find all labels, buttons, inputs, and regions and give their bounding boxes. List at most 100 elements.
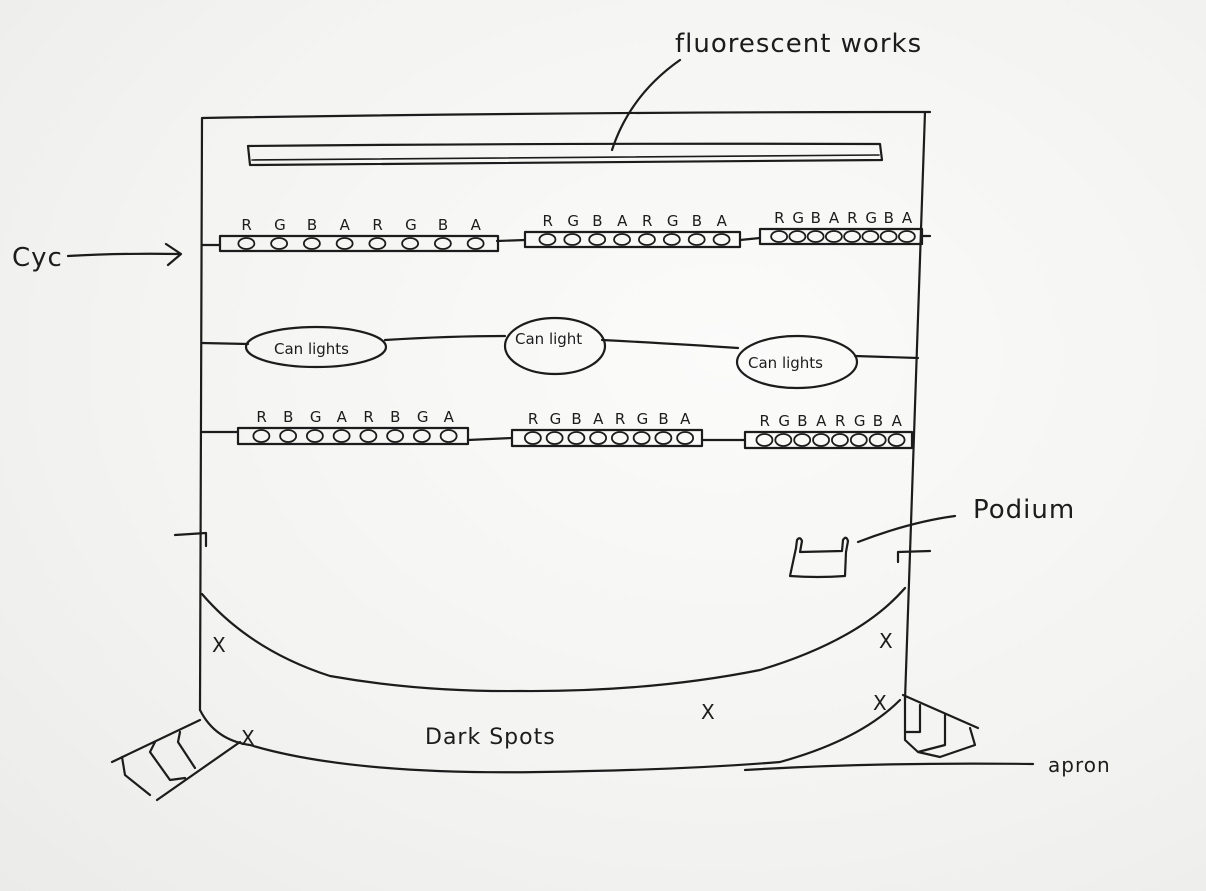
cyc-lamp [662,233,681,246]
front-lamp [332,429,351,443]
front-lamp [632,431,651,445]
front-lamp [589,431,608,445]
front-channel-label: R [835,412,845,430]
front-channel-label: B [658,410,668,428]
apron-label: apron [1048,753,1111,777]
cyc-channel-label: G [405,216,417,234]
front-lamp [654,431,673,445]
front-channel-label: R [256,408,266,426]
cyc-callout: Cyc [12,242,183,273]
front-channel-label: A [337,408,348,426]
cyc-lamp [368,237,387,250]
front-lamp [812,433,830,447]
dark-spot-x: X [879,629,893,653]
dark-spot-x: X [241,726,255,750]
front-lamp [567,431,586,445]
front-lamp [610,431,629,445]
front-lamp [545,431,564,445]
cyc-lamp [270,237,289,250]
cyc-channel-label: G [567,212,579,230]
cyc-channel-label: R [241,216,251,234]
front-channel-label: G [778,412,790,430]
fluorescent-work-light: fluorescent works [246,29,921,167]
stage-left-marker [173,531,208,548]
front-lamp [849,433,868,447]
stairs-right [901,693,980,759]
front-channel-label: G [310,408,322,426]
front-channel-label: A [816,412,827,430]
cyc-channel-label: A [717,212,728,230]
front-lamp [359,429,378,443]
front-lamp [887,433,906,447]
cyc-channel-label: B [307,216,317,234]
front-channel-label: R [363,408,373,426]
front-channel-label: A [892,412,903,430]
front-lamp [831,433,849,447]
front-channel-label: R [528,410,538,428]
front-lamp [793,433,812,447]
cyc-lamp [843,230,862,243]
front-channel-label: R [759,412,769,430]
cyc-lamp [302,237,321,250]
cyc-channel-label: A [340,216,351,234]
cyc-channel-label: B [438,216,448,234]
cyc-lamp [806,230,825,243]
apron-edge-curve [198,698,902,774]
can-light-label: Can lights [274,340,349,358]
front-lamp [412,429,431,443]
front-bar-outline [510,428,704,448]
front-channel-label: G [637,410,649,428]
cyc-lamp [433,237,452,250]
cyc-channel-label: A [902,209,913,227]
dark-spot-x: X [701,700,715,724]
front-lamp [523,431,542,445]
cyc-lamp [687,233,706,246]
cyc-lamp [563,233,582,246]
cyc-lamp [638,233,656,246]
can-light-label: Can lights [748,354,823,372]
cyc-lamp [770,230,789,243]
cyc-lamp [879,230,898,243]
cyc-bar-outline [218,234,500,253]
dark-spots-label: Dark Spots [425,725,556,750]
front-channel-label: B [283,408,293,426]
cyc-arrow [66,242,183,267]
front-channel-label: B [571,410,581,428]
cyc-bar-outline [523,230,742,249]
cyc-lamp [335,237,354,250]
front-lamp [386,429,405,443]
front-channel-label: R [615,410,625,428]
front-channel-label: G [417,408,429,426]
cyc-channel-label: R [847,209,857,227]
cyc-channel-label: A [617,212,628,230]
podium: Podium [788,495,1075,579]
front-channel-label: A [444,408,455,426]
front-channel-label: B [873,412,883,430]
podium-label: Podium [973,495,1075,525]
front-lamp [755,433,774,447]
cyc-lamp [401,237,420,250]
cyc-channel-label: R [542,212,552,230]
cyc-channel-label: B [884,209,894,227]
stage-right-marker [896,549,932,564]
front-bar-outline [236,426,470,446]
cyc-channel-label: G [667,212,679,230]
cyc-lamp [613,233,631,246]
front-channel-label: B [797,412,807,430]
cyc-lamp [237,237,256,250]
cyc-bar-outline [758,227,924,246]
apron-leader-line [743,762,1035,772]
cyc-lamp [897,230,916,243]
cyc-channel-label: R [372,216,382,234]
cyc-channel-label: G [792,209,804,227]
front-channel-label: A [593,410,604,428]
fluorescent-leader-line [610,58,682,152]
cyc-lamp [824,230,843,243]
dark-spot-x: X [873,691,887,715]
